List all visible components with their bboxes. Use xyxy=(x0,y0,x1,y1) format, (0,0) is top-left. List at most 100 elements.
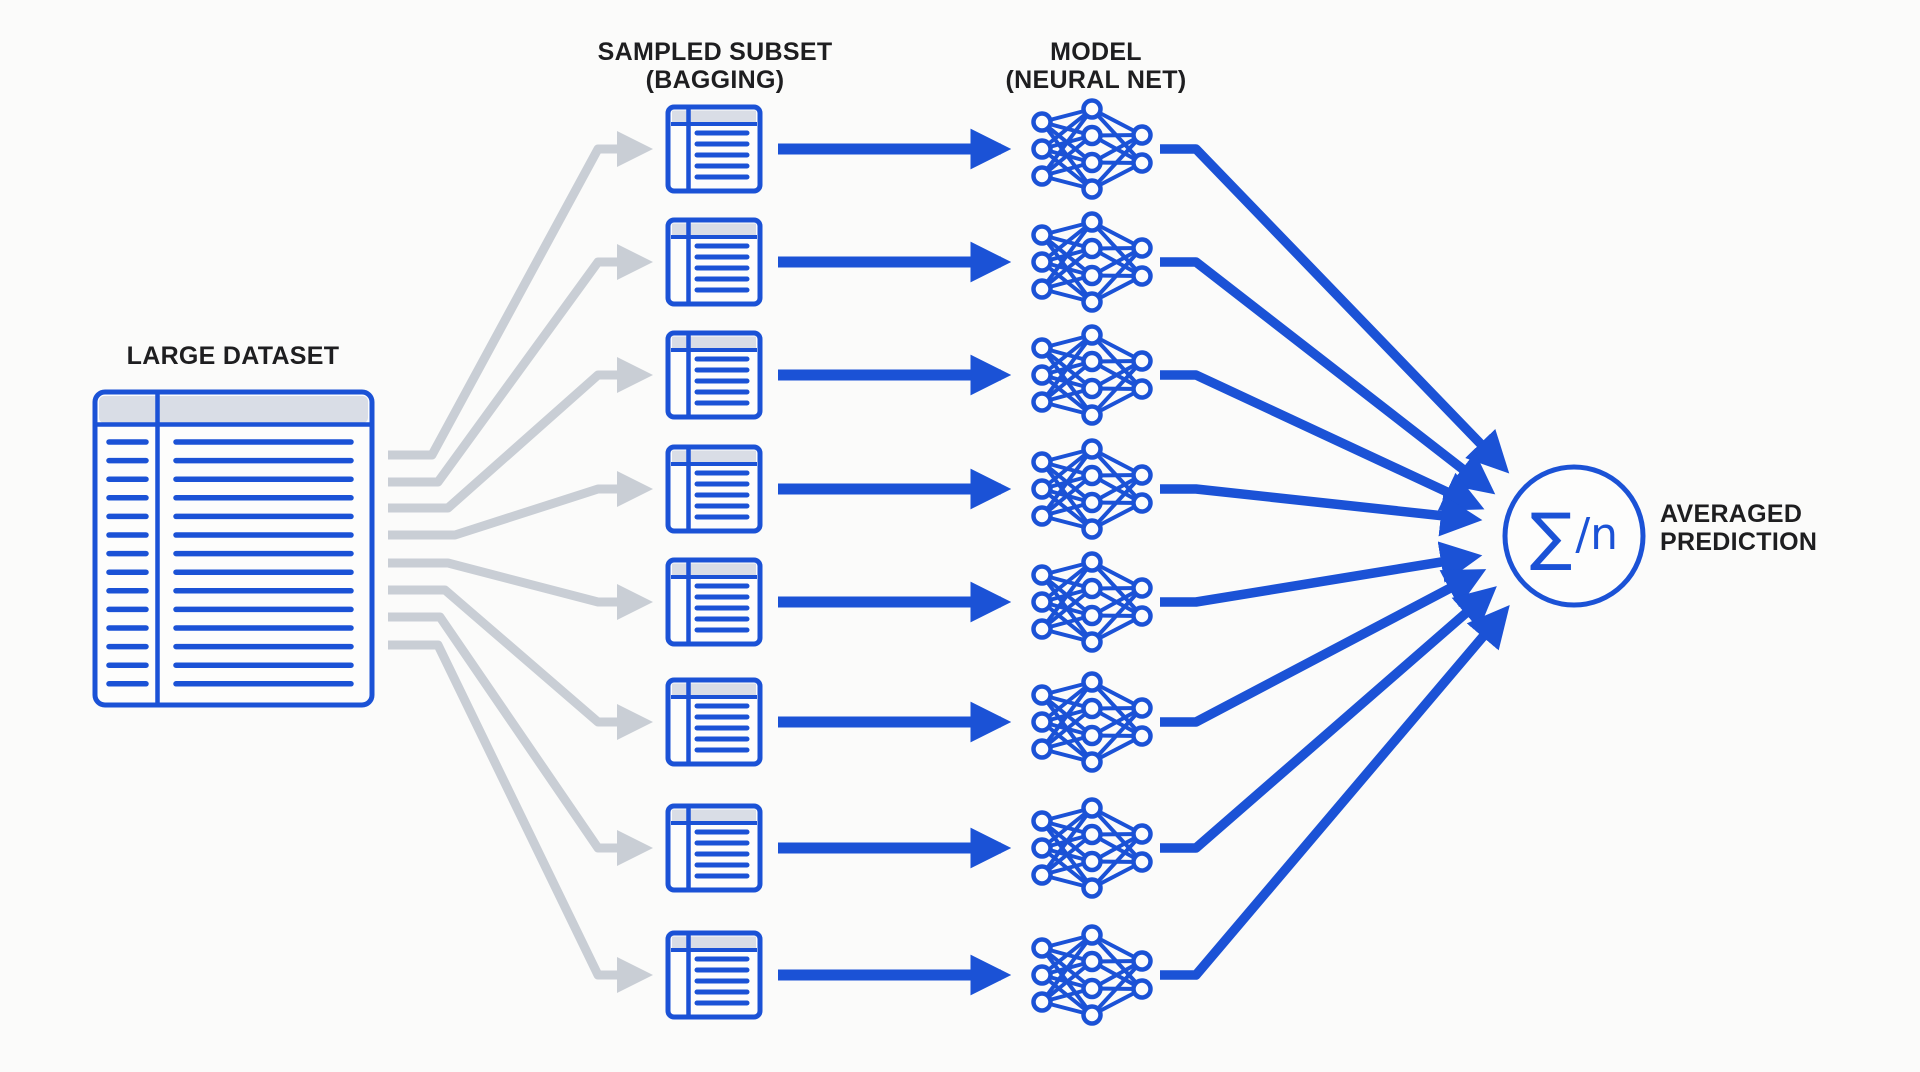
neuron-node xyxy=(1081,264,1103,287)
neural-net-icon xyxy=(1031,797,1153,899)
neuron-node xyxy=(1081,697,1103,720)
neuron-node xyxy=(1031,837,1053,859)
neuron-node xyxy=(1131,237,1153,259)
neuron-node xyxy=(1031,505,1053,527)
averaged-prediction-label: AVERAGED PREDICTION xyxy=(1660,500,1817,556)
neuron-node xyxy=(1031,864,1053,886)
neuron-node xyxy=(1081,211,1103,233)
neuron-node xyxy=(1081,491,1103,514)
neuron-node xyxy=(1081,671,1103,693)
neuron-node xyxy=(1081,518,1103,540)
sampled-subset-icon xyxy=(665,803,763,893)
neuron-node xyxy=(1081,823,1103,846)
neuron-node xyxy=(1031,278,1053,300)
sampled-subset-icon xyxy=(665,104,763,194)
neuron-node xyxy=(1081,950,1103,973)
neuron-node xyxy=(1081,604,1103,627)
neuron-node xyxy=(1131,378,1153,400)
neural-net-icon xyxy=(1031,324,1153,426)
model-to-aggregate-arrow xyxy=(1160,484,1483,537)
model-to-aggregate-arrow xyxy=(1160,257,1496,495)
sampled-subset-icon xyxy=(665,677,763,767)
sampled-subset-label-line2: (BAGGING) xyxy=(645,66,785,94)
neural-net-icon xyxy=(1031,551,1153,653)
neuron-node xyxy=(1131,823,1153,845)
neuron-node xyxy=(1031,711,1053,733)
neuron-node xyxy=(1031,937,1053,959)
neuron-node xyxy=(1031,251,1053,273)
model-to-aggregate-arrow xyxy=(1160,370,1485,511)
large-dataset-label-text: LARGE DATASET xyxy=(126,342,340,370)
averaged-prediction-label-line1: AVERAGED xyxy=(1660,500,1803,528)
sampled-subset-icon xyxy=(665,930,763,1020)
sampled-subset-icon xyxy=(665,444,763,534)
model-label-line1: MODEL xyxy=(1050,38,1142,66)
model-to-aggregate-arrow xyxy=(1160,144,1510,474)
neuron-node xyxy=(1081,724,1103,747)
neural-net-icon xyxy=(1031,924,1153,1026)
neuron-node xyxy=(1131,152,1153,174)
neuron-node xyxy=(1081,751,1103,773)
neuron-node xyxy=(1131,577,1153,599)
sampling-arrow xyxy=(388,585,653,740)
neuron-node xyxy=(1031,391,1053,413)
model-label-line2: (NEURAL NET) xyxy=(1005,66,1187,94)
neuron-node xyxy=(1081,631,1103,653)
neuron-node xyxy=(1031,165,1053,187)
neural-net-icon xyxy=(1031,438,1153,540)
neuron-node xyxy=(1031,111,1053,133)
neuron-node xyxy=(1031,964,1053,986)
sampling-arrow xyxy=(388,558,653,620)
sampled-subset-label-line1: SAMPLED SUBSET xyxy=(597,38,833,66)
neuron-node xyxy=(1081,151,1103,174)
neuron-node xyxy=(1031,591,1053,613)
sampling-arrow xyxy=(388,357,653,513)
averaged-prediction-label-line2: PREDICTION xyxy=(1660,528,1818,556)
neuron-node xyxy=(1081,977,1103,1000)
large-dataset-table-icon xyxy=(92,389,375,708)
neuron-node xyxy=(1081,924,1103,946)
neuron-node xyxy=(1081,178,1103,200)
neuron-node xyxy=(1031,618,1053,640)
neuron-node xyxy=(1081,1004,1103,1026)
model-label: MODEL (NEURAL NET) xyxy=(926,38,1266,94)
sampled-subset-icon xyxy=(665,557,763,647)
neuron-node xyxy=(1081,877,1103,899)
neuron-node xyxy=(1081,377,1103,400)
neuron-node xyxy=(1131,464,1153,486)
neuron-node xyxy=(1031,478,1053,500)
neuron-node xyxy=(1081,551,1103,573)
neuron-node xyxy=(1081,797,1103,819)
neuron-node xyxy=(1081,291,1103,313)
neuron-node xyxy=(1081,464,1103,487)
neuron-node xyxy=(1031,364,1053,386)
neuron-node xyxy=(1031,684,1053,706)
sampling-arrow xyxy=(388,131,653,460)
neural-net-icon xyxy=(1031,671,1153,773)
neuron-node xyxy=(1031,738,1053,760)
neuron-node xyxy=(1081,124,1103,147)
neuron-node xyxy=(1131,950,1153,972)
neuron-node xyxy=(1131,851,1153,873)
neural-net-icon xyxy=(1031,98,1153,200)
sum-over-n-label: ∑ /n xyxy=(1504,467,1644,605)
neuron-node xyxy=(1081,438,1103,460)
sigma-symbol: ∑ xyxy=(1529,499,1573,573)
model-to-aggregate-arrow xyxy=(1160,605,1510,980)
model-to-aggregate-arrow xyxy=(1160,541,1483,607)
neuron-node xyxy=(1131,492,1153,514)
neuron-node xyxy=(1031,138,1053,160)
neuron-node xyxy=(1031,451,1053,473)
sampling-arrow xyxy=(388,612,653,866)
neuron-node xyxy=(1081,350,1103,373)
sampled-subset-icon xyxy=(665,217,763,307)
neuron-node xyxy=(1081,577,1103,600)
neural-net-icon xyxy=(1031,211,1153,313)
sum-over-n-circle-icon xyxy=(1502,464,1646,608)
neuron-node xyxy=(1081,98,1103,120)
neuron-node xyxy=(1031,224,1053,246)
sampled-subset-icon xyxy=(665,330,763,420)
sampled-subset-label: SAMPLED SUBSET (BAGGING) xyxy=(545,38,885,94)
